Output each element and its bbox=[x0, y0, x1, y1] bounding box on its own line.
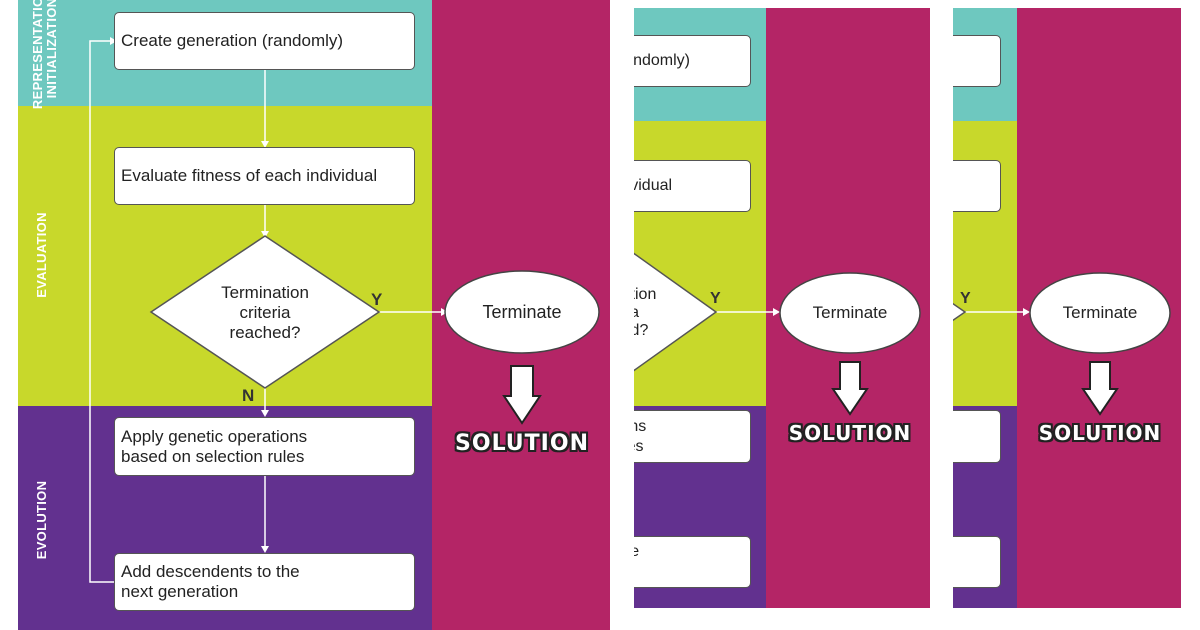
flow-connectors bbox=[89, 37, 600, 583]
terminate-label: Terminate bbox=[482, 302, 562, 322]
evaluate-fitness-box: Evaluate fitness of each individual bbox=[114, 147, 415, 205]
branch-label-no: N bbox=[242, 386, 255, 405]
terminate-label: Terminate bbox=[812, 303, 888, 322]
flow-connectors bbox=[953, 272, 1171, 416]
flowchart-panel-crop-3: Create generation (randomly) Evaluate fi… bbox=[953, 8, 1181, 608]
down-arrow-icon bbox=[831, 361, 869, 416]
solution-label: SOLUTION bbox=[788, 421, 912, 445]
terminate-ellipse bbox=[444, 270, 600, 354]
evaluate-fitness-box: Evaluate fitness of each individual bbox=[953, 160, 1001, 212]
decision-diamond bbox=[149, 235, 381, 389]
solution-label: SOLUTION bbox=[1038, 421, 1162, 445]
decision-diamond bbox=[953, 302, 967, 322]
create-generation-box: Create generation (randomly) bbox=[634, 35, 751, 87]
evaluate-fitness-box: Evaluate fitness of each individual bbox=[634, 160, 751, 212]
down-arrow-icon bbox=[502, 365, 542, 425]
flowchart-panel-crop-2: Create generation (randomly) Evaluate fi… bbox=[634, 8, 930, 608]
create-generation-box: Create generation (randomly) bbox=[953, 35, 1001, 87]
solution-label: SOLUTION bbox=[455, 431, 589, 456]
branch-label-yes: Y bbox=[371, 290, 383, 309]
create-generation-box: Create generation (randomly) bbox=[114, 12, 415, 70]
down-arrow-icon bbox=[1081, 361, 1119, 416]
flow-connectors bbox=[634, 252, 921, 416]
terminate-ellipse bbox=[1029, 272, 1171, 354]
terminate-label: Terminate bbox=[1062, 303, 1138, 322]
branch-label-yes: Y bbox=[960, 290, 971, 307]
terminate-ellipse bbox=[779, 272, 921, 354]
decision-diamond bbox=[634, 252, 718, 372]
branch-label-yes: Y bbox=[710, 290, 721, 307]
